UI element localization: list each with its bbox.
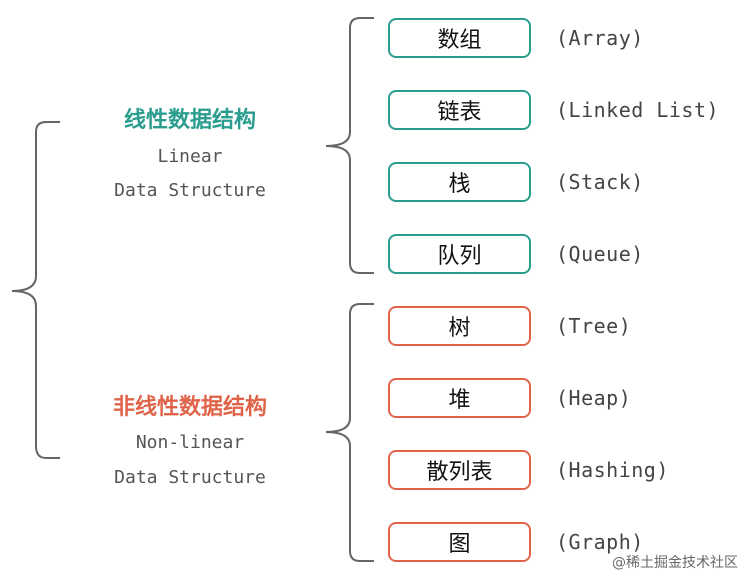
heap-en-label: (Heap) xyxy=(556,386,632,410)
nonlinear-en-line1: Non-linear xyxy=(135,432,245,453)
hashing-box: 散列表 xyxy=(388,450,531,490)
nonlinear-title: 非线性数据结构 xyxy=(112,395,267,420)
array-en-label: (Array) xyxy=(556,26,644,50)
array-box: 数组 xyxy=(388,18,531,58)
linear-en-line2: Data Structure xyxy=(114,180,266,201)
outer-brace xyxy=(11,121,60,459)
stack-en-label: (Stack) xyxy=(556,170,644,194)
tree-box: 树 xyxy=(388,306,531,346)
nonlinear-en-line2: Data Structure xyxy=(114,467,266,488)
linked-list-en-label: (Linked List) xyxy=(556,98,720,122)
queue-box: 队列 xyxy=(388,234,531,274)
linear-brace xyxy=(325,17,374,274)
linked-list-box: 链表 xyxy=(388,90,531,130)
heap-box: 堆 xyxy=(388,378,531,418)
hashing-en-label: (Hashing) xyxy=(556,458,669,482)
stack-box: 栈 xyxy=(388,162,531,202)
nonlinear-brace xyxy=(325,303,374,562)
graph-en-label: (Graph) xyxy=(556,530,644,554)
graph-box: 图 xyxy=(388,522,531,562)
linear-en-line1: Linear xyxy=(157,146,223,167)
tree-en-label: (Tree) xyxy=(556,314,632,338)
linear-title: 线性数据结构 xyxy=(123,108,256,133)
queue-en-label: (Queue) xyxy=(556,242,644,266)
watermark-text: @稀土掘金技术社区 xyxy=(612,555,738,571)
